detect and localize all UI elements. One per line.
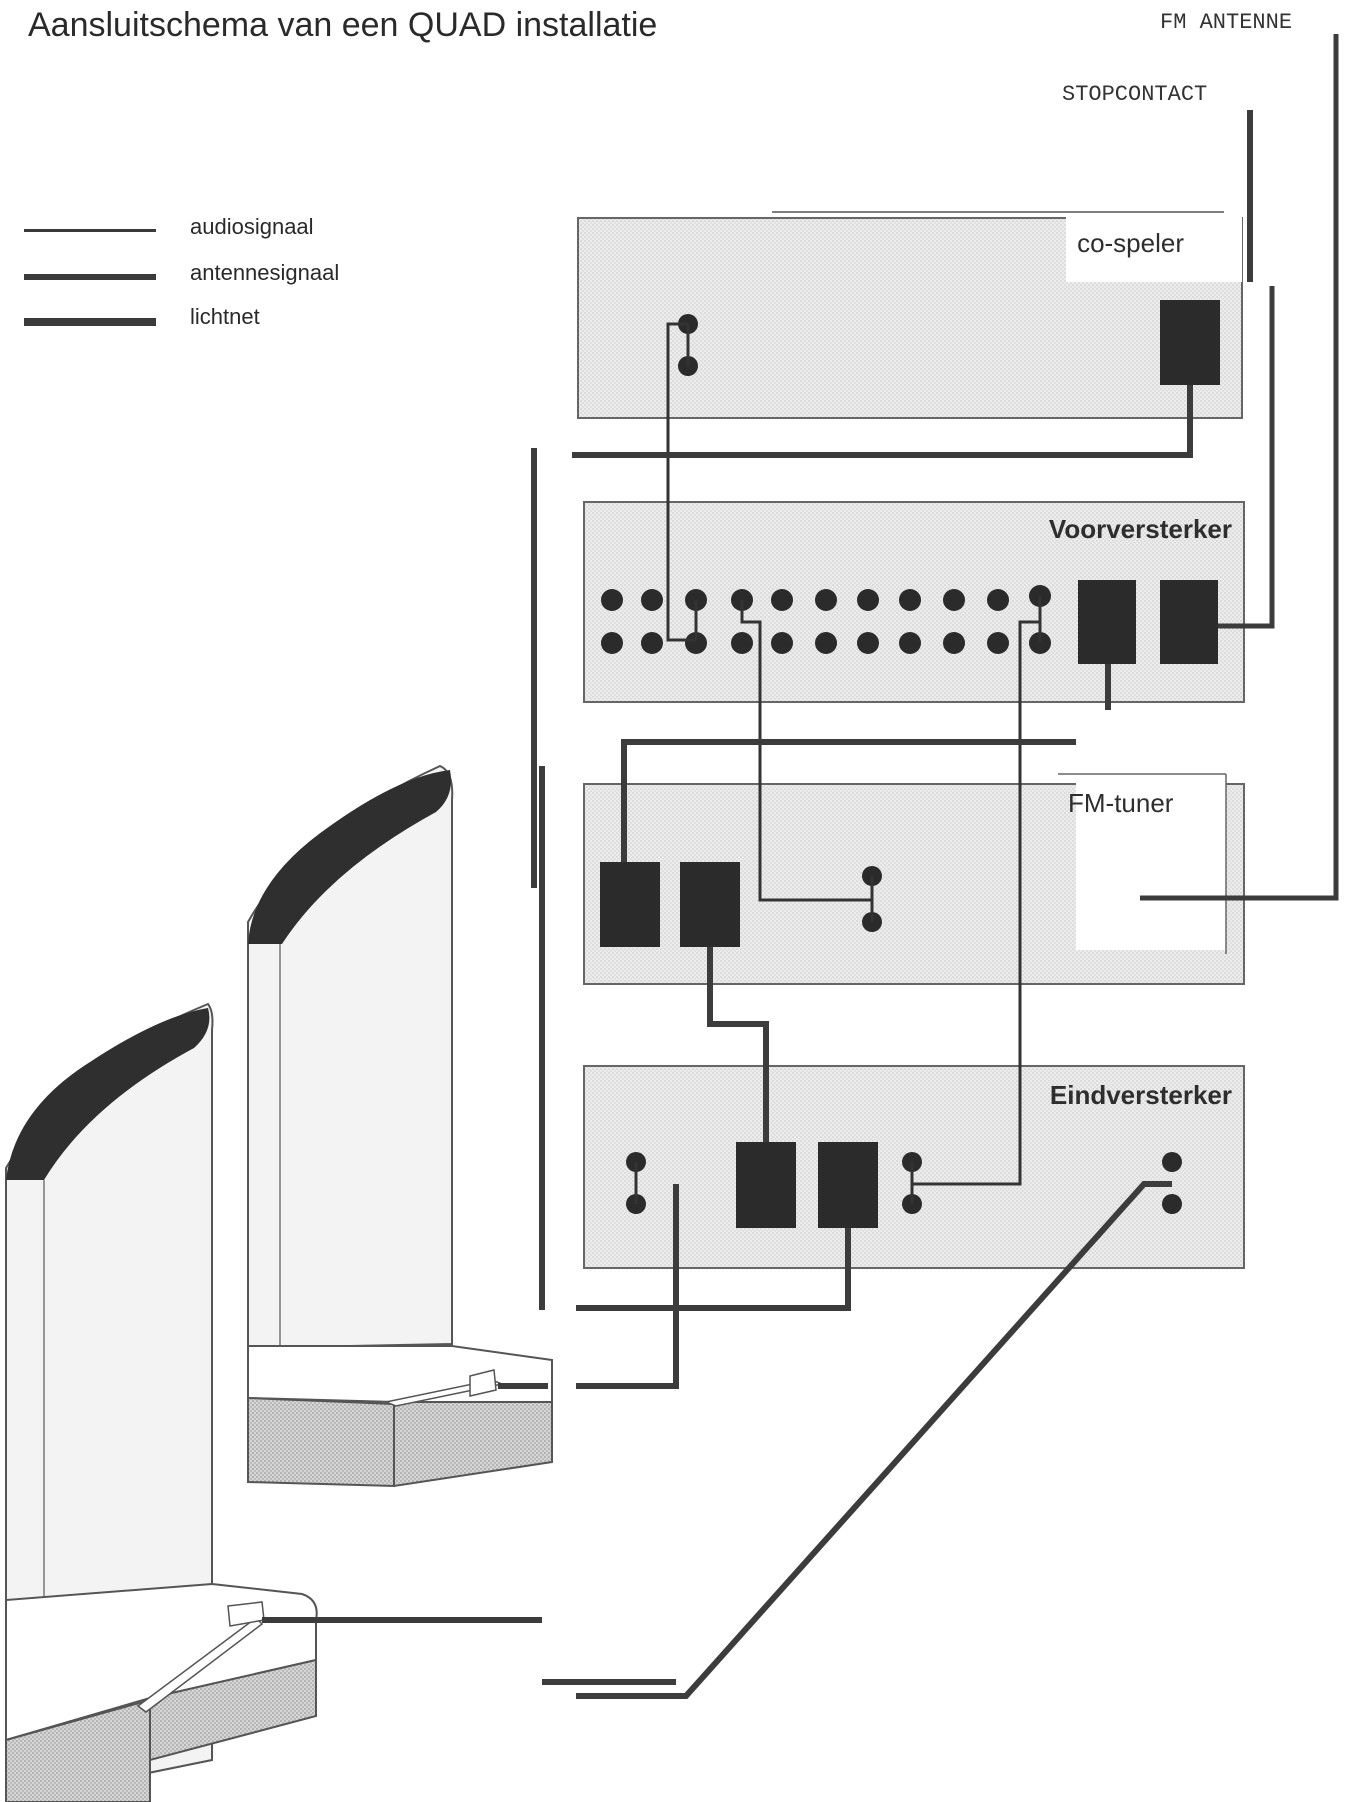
amp-power-socket-2 bbox=[818, 1142, 878, 1228]
legend-swatch-mains bbox=[24, 318, 156, 326]
legend-label-audio: audiosignaal bbox=[190, 214, 314, 239]
speaker-front bbox=[5, 1002, 318, 1802]
fm-tuner-label: FM-tuner bbox=[1068, 788, 1174, 818]
legend-label-antenna: antennesignaal bbox=[190, 260, 340, 285]
speaker-rear bbox=[247, 764, 553, 1488]
diagram-title: Aansluitschema van een QUAD installatie bbox=[28, 6, 658, 44]
fm-antenna-label: FM ANTENNE bbox=[1160, 10, 1293, 35]
cd-player-unit bbox=[577, 211, 1243, 419]
speaker-rear-top bbox=[248, 770, 452, 944]
cd-power-socket bbox=[1160, 300, 1220, 385]
preamplifier-label: Voorversterker bbox=[1049, 514, 1232, 544]
speaker-front-top bbox=[6, 1008, 210, 1180]
preamp-power-socket-1 bbox=[1078, 580, 1136, 664]
fm-tuner-unit bbox=[583, 773, 1245, 985]
amp-power-socket-1 bbox=[736, 1142, 796, 1228]
power-amplifier-unit bbox=[583, 1065, 1245, 1269]
preamp-jack-grid bbox=[601, 585, 1051, 654]
power-outlet-label: STOPCONTACT bbox=[1062, 82, 1208, 107]
tuner-socket-1 bbox=[600, 862, 660, 947]
amp-right-speaker-jack-top bbox=[1162, 1152, 1182, 1172]
audio-cables bbox=[634, 322, 1042, 1204]
preamp-power-socket-2 bbox=[1160, 580, 1218, 664]
mains-cables bbox=[262, 110, 1253, 1699]
tuner-socket-2 bbox=[680, 862, 740, 947]
legend-swatch-audio bbox=[24, 229, 156, 232]
cd-player-label: co-speler bbox=[1077, 228, 1184, 258]
power-amplifier-label: Eindversterker bbox=[1050, 1080, 1232, 1110]
amp-right-speaker-jack-bottom bbox=[1162, 1194, 1182, 1214]
antenna-cables bbox=[1140, 34, 1339, 901]
legend-swatch-antenna bbox=[24, 274, 156, 280]
preamplifier-unit bbox=[583, 501, 1245, 703]
legend-label-mains: lichtnet bbox=[190, 304, 260, 329]
